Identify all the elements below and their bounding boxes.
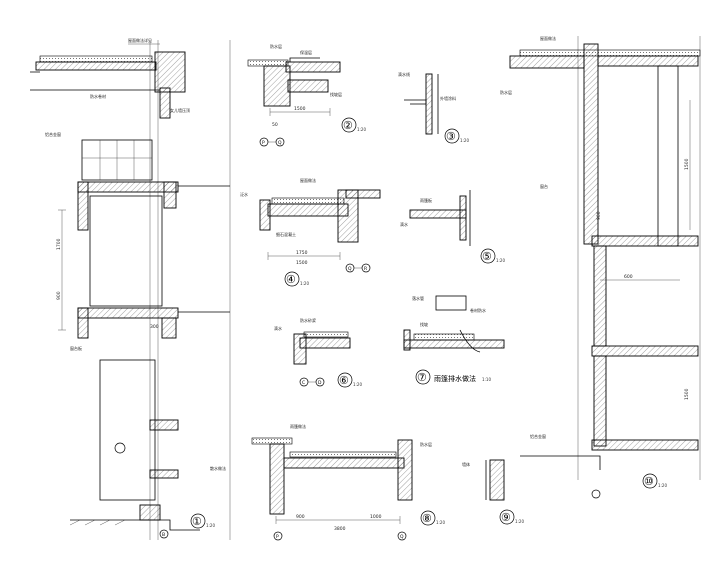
axis-d6-c: C [302, 380, 305, 386]
detail-8-section: 900 3800 1000 雨篷做法 防水层 P Q ⑧ 1:20 [251, 423, 445, 541]
axis-d4-q: Q [348, 266, 352, 272]
dim-d4-1500: 1500 [296, 260, 308, 266]
detail-10-section: 1500 900 600 1500 屋面做法 防水层 窗台 铝合金窗 ⑩ 1:2… [500, 35, 701, 499]
note-d4-b: 泛水 [240, 191, 248, 197]
detail-7-caption: 雨篷排水做法 [434, 374, 476, 383]
note-d7-b: 卷材防水 [470, 307, 486, 313]
dim-d10-1500a: 1500 [684, 158, 690, 170]
detail-10-number: ⑩ [644, 475, 654, 488]
detail-5-section: 雨篷板 滴水 ⑤ 1:20 [400, 190, 505, 264]
note-d1-roof: 屋面做法详见 [128, 37, 152, 43]
axis-d8-p: P [276, 534, 279, 540]
dim-d4-1750: 1750 [296, 250, 308, 256]
note-d1-window: 铝合金窗 [45, 131, 61, 137]
detail-4-section: 1750 1500 屋面做法 泛水 细石混凝土 Q R ④ 1:20 [240, 177, 381, 287]
detail-7-scale: 1:10 [482, 377, 491, 382]
note-d2-a: 防水层 [270, 43, 282, 49]
note-d7-a: 落水管 [412, 295, 424, 301]
detail-1-section: 1700 900 300 屋面做法详见 防水卷材 铝合金窗 女儿墙压顶 窗台板 … [30, 37, 231, 540]
note-d1-apron: 散水做法 [210, 465, 226, 471]
detail-6-section: 防水砂浆 滴水 C D ⑥ 1:20 [274, 317, 362, 388]
detail-9-number: ⑨ [501, 511, 511, 524]
note-d8-b: 防水层 [420, 441, 432, 447]
note-d1-waterproof: 防水卷材 [90, 93, 106, 99]
dim-d10-900: 900 [596, 211, 602, 220]
note-d10-c: 窗台 [540, 183, 548, 189]
detail-3-number: ③ [446, 130, 456, 143]
note-d4-a: 屋面做法 [300, 177, 316, 183]
note-d1-sill: 窗台板 [70, 345, 82, 351]
dim-1700: 1700 [56, 238, 62, 250]
dim-d8-900: 900 [296, 514, 305, 520]
detail-8-scale: 1:20 [436, 520, 445, 525]
detail-2-number: ② [343, 119, 353, 132]
detail-8-number: ⑧ [422, 512, 432, 525]
detail-1-scale: 1:20 [206, 523, 215, 528]
note-d3-b: 外墙涂料 [440, 95, 456, 101]
dim-d10-600: 600 [624, 274, 633, 280]
axis-d8-q: Q [400, 534, 404, 540]
dim-d8-1000: 1000 [370, 514, 382, 520]
detail-5-number: ⑤ [482, 250, 492, 263]
dim-300: 300 [150, 324, 159, 330]
detail-9-scale: 1:20 [515, 519, 524, 524]
note-d6-b: 滴水 [274, 325, 282, 331]
note-d3-a: 滴水线 [398, 71, 410, 77]
note-d10-b: 防水层 [500, 89, 512, 95]
detail-4-number: ④ [286, 273, 296, 286]
detail-10-scale: 1:20 [658, 483, 667, 488]
detail-2-section: 1500 50 防水层 保温层 找坡层 P Q ② 1:20 [247, 43, 366, 147]
dim-900: 900 [56, 291, 62, 300]
note-d2-b: 保温层 [300, 49, 312, 55]
axis-d4-r: R [364, 266, 367, 272]
detail-3-section: 滴水线 外墙涂料 ③ 1:20 [398, 71, 469, 144]
axis-d1-b: B [162, 532, 165, 538]
note-d2-c: 找坡层 [330, 91, 342, 97]
detail-2-scale: 1:20 [357, 127, 366, 132]
detail-6-scale: 1:20 [353, 382, 362, 387]
note-d5-b: 滴水 [400, 221, 408, 227]
detail-6-number: ⑥ [339, 374, 349, 387]
dim-d2-50: 50 [272, 122, 278, 128]
note-d9-a: 墙体 [462, 461, 470, 467]
note-d7-c: 找坡 [420, 321, 428, 327]
dim-d10-1500b: 1500 [684, 388, 690, 400]
axis-d2-p: P [262, 140, 265, 146]
detail-3-scale: 1:20 [460, 138, 469, 143]
note-d6-a: 防水砂浆 [300, 317, 316, 323]
note-d5-a: 雨篷板 [420, 197, 432, 203]
note-d10-d: 铝合金窗 [530, 433, 546, 439]
detail-7-number: ⑦ [417, 371, 427, 384]
detail-1-number: ① [192, 515, 202, 528]
note-d1-coping: 女儿墙压顶 [170, 107, 190, 113]
dim-d8-3800: 3800 [334, 526, 346, 532]
note-d4-c: 细石混凝土 [276, 231, 296, 237]
note-d8-a: 雨篷做法 [290, 423, 306, 429]
axis-d6-d: D [318, 380, 322, 386]
dim-d2-1500: 1500 [294, 106, 306, 112]
detail-7-section: 落水管 卷材防水 找坡 ⑦ 雨篷排水做法 1:10 [403, 295, 505, 385]
detail-4-scale: 1:20 [300, 281, 309, 286]
note-d10-a: 屋面做法 [540, 35, 556, 41]
axis-d2-q: Q [278, 140, 282, 146]
detail-9-section: 墙体 ⑨ 1:20 [462, 459, 524, 525]
detail-5-scale: 1:20 [496, 258, 505, 263]
